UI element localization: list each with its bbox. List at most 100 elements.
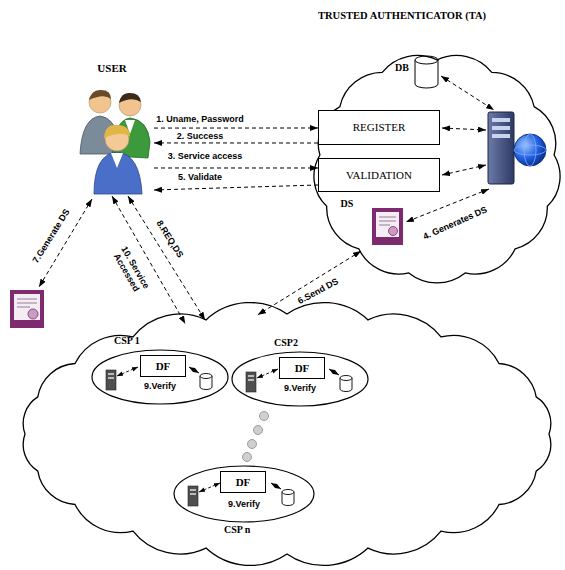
certificate-icon <box>379 217 396 218</box>
dashed-arrow <box>189 367 199 373</box>
step-label: 7.Generate DS <box>30 206 72 265</box>
edge-label: 10. Service Accessed <box>106 237 155 302</box>
dashed-arrow <box>154 127 318 128</box>
server-icon <box>492 126 510 130</box>
server-icon <box>524 134 536 166</box>
certificate-icon <box>372 208 403 245</box>
trusted-authenticator-cloud: TRUSTED AUTHENTICATOR (TA) REGISTER VALIDA… <box>300 6 563 302</box>
box-label: REGISTER <box>353 121 406 134</box>
dashed-arrow <box>117 367 138 376</box>
continuation-dots <box>260 412 269 421</box>
csp-outline <box>174 466 314 522</box>
cloud-outline <box>23 303 551 566</box>
dashed-arrow <box>406 189 489 222</box>
database-cylinder <box>340 376 352 392</box>
server-icon <box>514 134 546 166</box>
certificate-icon <box>17 299 37 300</box>
certificate-icon <box>10 290 44 328</box>
node-note: 9.Verify <box>174 499 314 509</box>
server-icon <box>488 112 514 184</box>
dashed-arrow <box>154 142 318 143</box>
dashed-arrow <box>199 483 220 492</box>
continuation-dots <box>254 426 263 435</box>
node-heading: TRUSTED AUTHENTICATOR (TA) <box>318 10 486 22</box>
dashed-arrow <box>128 196 205 320</box>
outline-shape <box>300 6 563 302</box>
dashed-arrow <box>39 199 92 287</box>
dashed-arrow <box>271 483 281 489</box>
edge-label: 8.REQ,DS <box>154 218 186 261</box>
user-illustration <box>80 90 150 194</box>
certificate-icon <box>14 294 40 320</box>
outline-shape <box>232 352 368 406</box>
server-icon <box>514 145 546 155</box>
database-cylinder <box>200 374 212 390</box>
dashed-arrow <box>257 369 278 378</box>
certificate-icon <box>376 212 399 237</box>
server-icon <box>246 372 256 392</box>
certificate-icon <box>372 208 403 245</box>
dashed-arrow <box>442 128 486 130</box>
server-icon <box>106 370 116 390</box>
csp-outline <box>232 352 368 406</box>
edge-label: 2. Success <box>176 131 225 141</box>
df-box: DF <box>220 471 266 493</box>
cloud-outline <box>314 55 560 282</box>
user-icon <box>70 62 154 196</box>
df-box: DF <box>140 355 186 377</box>
outline-shape <box>12 296 562 568</box>
box-label: DF <box>295 362 310 375</box>
certificate-icon <box>389 227 398 236</box>
csp-outline <box>92 350 228 404</box>
box-label: VALIDATION <box>346 169 412 182</box>
box-label: DF <box>156 360 171 373</box>
step-label: 4. Generates DS <box>421 204 490 242</box>
csp-ellipse: CSP29.VerifyDF <box>232 352 368 406</box>
node-note: 9.Verify <box>92 381 228 391</box>
certificate-icon <box>28 309 38 319</box>
csp-ellipse: CSP 19.VerifyDF <box>92 350 228 404</box>
node-heading: CSP n <box>224 524 250 536</box>
dashed-arrow <box>154 167 318 168</box>
edge-label: 6.Send DS <box>295 276 341 307</box>
certificate-icon <box>17 307 30 308</box>
outline-shape <box>174 466 314 522</box>
edge-label: 3. Service access <box>167 151 244 161</box>
dashed-arrow <box>154 185 318 190</box>
certificate-icon <box>379 225 390 226</box>
edge-label: 5. Validate <box>177 172 223 182</box>
component-label: DB <box>394 63 410 73</box>
edge-label: 1. Uname, Password <box>155 114 245 124</box>
csp-ellipse: CSP n9.VerifyDF <box>174 466 314 522</box>
component-label: DS <box>340 199 355 209</box>
continuation-dots <box>243 453 252 462</box>
node-heading: CSP 1 <box>114 335 140 347</box>
node-heading: USER <box>70 62 154 75</box>
server-icon <box>492 118 510 122</box>
dashed-arrow <box>39 76 494 287</box>
dashed-arrow <box>258 251 361 315</box>
dashed-arrow <box>112 196 185 324</box>
continuation-dots <box>243 412 269 462</box>
dashed-arrow <box>329 369 339 375</box>
process-box: VALIDATION <box>318 158 440 192</box>
outline-shape <box>92 350 228 404</box>
certificate-icon <box>10 290 44 328</box>
node-heading: CSP2 <box>274 337 298 349</box>
csp-cloud: CSP 19.VerifyDFCSP29.VerifyDFCSP n9.Veri… <box>12 296 562 568</box>
server-icon <box>188 486 198 506</box>
server-icon <box>492 134 510 138</box>
certificate-icon <box>17 303 37 304</box>
dashed-arrow <box>442 165 486 175</box>
database-cylinder <box>415 56 438 64</box>
df-box: DF <box>279 357 325 379</box>
database-cylinder <box>282 490 294 506</box>
user-actor: USER <box>70 62 154 196</box>
database-cylinder <box>415 56 438 88</box>
dashed-arrow <box>441 76 494 110</box>
box-label: DF <box>236 476 251 489</box>
